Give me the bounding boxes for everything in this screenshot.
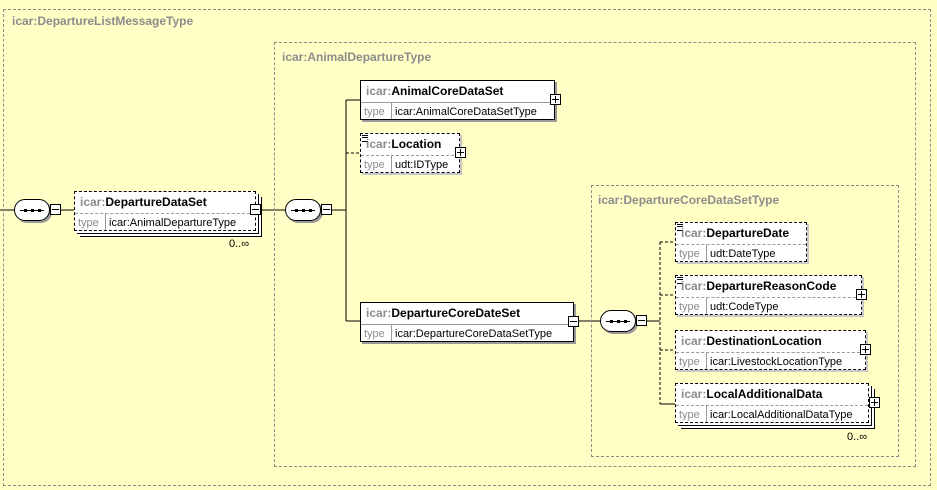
collapse-icon[interactable] (321, 204, 332, 215)
expand-icon[interactable] (869, 397, 880, 408)
element-name: DestinationLocation (706, 334, 822, 348)
collapse-icon[interactable] (50, 204, 61, 215)
element-departure-core-date-set[interactable]: icar:DepartureCoreDateSet type icar:Depar… (360, 302, 574, 342)
type-key: type (364, 106, 385, 118)
element-prefix: icar: (681, 279, 707, 293)
element-prefix: icar: (681, 226, 707, 240)
expand-icon[interactable] (550, 94, 561, 105)
type-key: type (364, 159, 385, 171)
element-type: icar:LocalAdditionalDataType (710, 409, 853, 421)
expand-icon[interactable] (455, 147, 466, 158)
type-key: type (679, 409, 700, 421)
departure-core-group (591, 185, 899, 457)
collapse-icon[interactable] (568, 316, 579, 327)
element-local-additional-data[interactable]: icar:LocalAdditionalData type icar:LocalA… (675, 383, 869, 423)
element-type: icar:AnimalCoreDataSetType (395, 106, 537, 118)
element-name: DepartureReasonCode (706, 279, 837, 293)
animal-departure-group-title: icar:AnimalDepartureType (282, 50, 432, 64)
occurrence-label: 0..∞ (847, 431, 868, 443)
element-name: AnimalCoreDataSet (391, 84, 504, 98)
simple-content-icon (362, 135, 368, 142)
simple-content-icon (677, 224, 683, 231)
sequence-compositor-icon[interactable] (600, 310, 636, 332)
element-departure-date[interactable]: icar:DepartureDate type udt:DateType (675, 222, 807, 262)
element-location[interactable]: icar:Location type udt:IDType (360, 133, 460, 173)
element-name: Location (391, 137, 442, 151)
element-prefix: icar: (681, 387, 707, 401)
element-name: DepartureDataSet (105, 195, 207, 209)
element-prefix: icar: (366, 306, 392, 320)
element-type: udt:DateType (710, 248, 776, 260)
element-animal-core-data-set[interactable]: icar:AnimalCoreDataSet type icar:AnimalCo… (360, 80, 555, 120)
collapse-icon[interactable] (636, 315, 647, 326)
type-key: type (679, 248, 700, 260)
type-key: type (364, 328, 385, 340)
type-key: type (679, 301, 700, 313)
element-type: udt:IDType (395, 159, 449, 171)
element-prefix: icar: (366, 84, 392, 98)
element-prefix: icar: (80, 195, 106, 209)
departure-core-group-title: icar:DepartureCoreDataSetType (598, 193, 780, 207)
root-group (3, 9, 931, 486)
element-destination-location[interactable]: icar:DestinationLocation type icar:Livest… (675, 330, 866, 370)
element-type: icar:LivestockLocationType (710, 356, 843, 368)
element-departure-data-set[interactable]: icar:DepartureDataSet type icar:AnimalDep… (74, 191, 256, 231)
expand-icon[interactable] (860, 344, 871, 355)
root-group-title: icar:DepartureListMessageType (12, 14, 194, 28)
animal-departure-group (274, 42, 916, 467)
element-name: LocalAdditionalData (706, 387, 823, 401)
occurrence-label: 0..∞ (229, 238, 250, 250)
simple-content-icon (677, 277, 683, 284)
element-name: DepartureCoreDateSet (391, 306, 521, 320)
element-type: icar:AnimalDepartureType (109, 217, 237, 229)
collapse-icon[interactable] (250, 204, 261, 215)
type-key: type (679, 356, 700, 368)
element-prefix: icar: (681, 334, 707, 348)
element-departure-reason-code[interactable]: icar:DepartureReasonCode type udt:CodeTyp… (675, 275, 862, 315)
sequence-compositor-icon[interactable] (285, 199, 321, 221)
expand-icon[interactable] (856, 289, 867, 300)
type-key: type (78, 217, 99, 229)
element-type: icar:DepartureCoreDataSetType (395, 328, 553, 340)
sequence-compositor-icon[interactable] (14, 199, 50, 221)
element-name: DepartureDate (706, 226, 790, 240)
element-type: udt:CodeType (710, 301, 779, 313)
element-prefix: icar: (366, 137, 392, 151)
